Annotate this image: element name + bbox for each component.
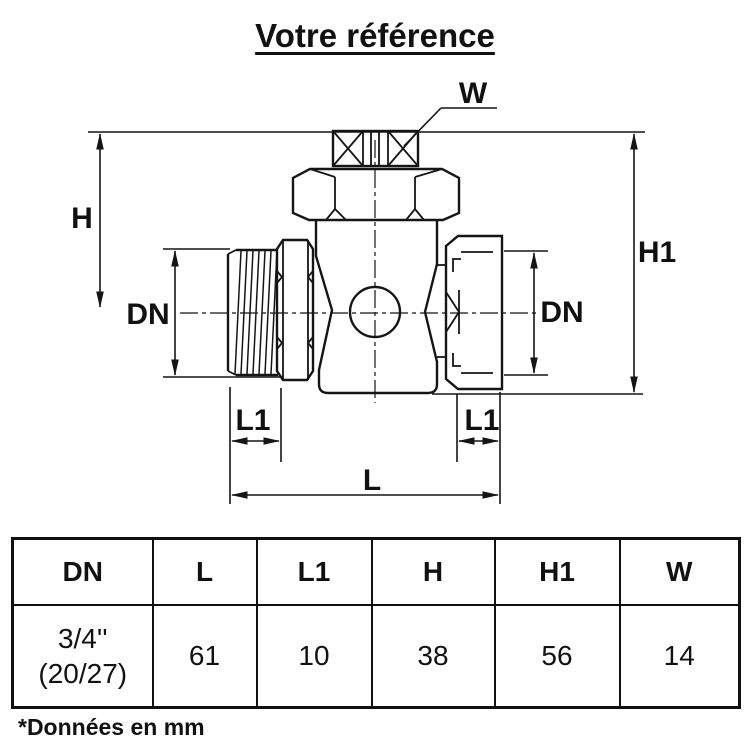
label-dn-left: DN <box>126 298 169 331</box>
table-value-row: 3/4'' (20/27) 61 10 38 56 14 <box>11 604 741 709</box>
label-l: L <box>363 464 381 497</box>
hex-flange <box>275 238 315 382</box>
male-thread-end <box>226 248 278 377</box>
value-dn-size: 3/4'' <box>57 623 108 654</box>
header-l1: L1 <box>255 537 373 606</box>
header-w: W <box>618 537 741 606</box>
gland-hex-nut <box>291 167 461 222</box>
label-h1: H1 <box>638 236 676 269</box>
label-dn-right: DN <box>540 296 583 329</box>
table-header-row: DN L L1 H H1 W <box>11 537 741 606</box>
value-dn: 3/4'' (20/27) <box>11 604 154 709</box>
centerlines <box>180 140 540 403</box>
header-dn: DN <box>11 537 154 606</box>
label-l1-left: L1 <box>235 404 270 437</box>
header-h: H <box>370 537 496 606</box>
header-h1: H1 <box>493 537 621 606</box>
union-nut <box>444 234 504 391</box>
value-h1: 56 <box>493 604 621 709</box>
footnote: *Données en mm <box>18 714 205 740</box>
label-w: W <box>459 77 488 110</box>
label-h: H <box>71 202 93 235</box>
drain-hole <box>348 285 402 339</box>
label-l1-right: L1 <box>464 404 499 437</box>
dimensions-table: DN L L1 H H1 W 3/4'' (20/27) 61 10 38 56… <box>11 537 741 709</box>
page-title: Votre référence <box>255 17 495 54</box>
dimension-lines <box>88 107 645 504</box>
header-l: L <box>151 537 258 606</box>
dimension-labels: W H H1 DN DN L1 L1 L <box>71 77 676 497</box>
valve-technical-drawing: W H H1 DN DN L1 L1 L <box>71 77 676 504</box>
value-w: 14 <box>618 604 741 709</box>
valve-body <box>314 220 446 395</box>
value-l: 61 <box>151 604 258 709</box>
stem-square <box>331 129 420 168</box>
w-leader-line <box>403 107 442 147</box>
value-l1: 10 <box>255 604 373 709</box>
value-dn-metric: (20/27) <box>38 658 128 689</box>
value-h: 38 <box>370 604 496 709</box>
